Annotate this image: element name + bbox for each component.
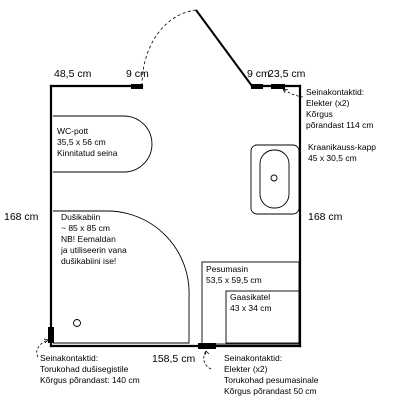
sink-cabinet-label-line: 45 x 30,5 cm bbox=[308, 153, 357, 163]
shower-label-line: ja utiliseerin vana bbox=[60, 245, 127, 255]
boiler-label: Gaasikatel 43 x 34 cm bbox=[230, 292, 273, 313]
annotation-top-right: Seinakontaktid: Elekter (x2) Kõrgus põra… bbox=[282, 87, 373, 130]
wc-toilet bbox=[53, 115, 153, 173]
wc-label-line: 35,5 x 56 cm bbox=[57, 137, 106, 147]
annotation-bottom-left-text: Seinakontaktid: Torukohad dušisegistile … bbox=[40, 353, 140, 385]
annotation-bottom-right-text: Seinakontaktid: Elekter (x2) Torukohad p… bbox=[224, 353, 321, 396]
shower-label: Dušikabiin ~ 85 x 85 cm NB! Eemaldan ja … bbox=[60, 212, 129, 266]
washer-boiler bbox=[201, 261, 300, 345]
wc-label: WC-pott 35,5 x 56 cm Kinnitatud seina bbox=[57, 126, 118, 158]
outlet-bottom-washer bbox=[198, 343, 216, 349]
door-stub-right bbox=[251, 84, 263, 89]
boiler-label-line: 43 x 34 cm bbox=[230, 303, 272, 313]
shower-cabin bbox=[53, 210, 190, 344]
gas-boiler bbox=[225, 290, 300, 344]
wall-stubs bbox=[48, 84, 285, 349]
shower-drain bbox=[73, 319, 81, 327]
sink-basin bbox=[259, 149, 290, 209]
dim-top-door-left: 9 cm bbox=[126, 68, 149, 80]
annotation-line: põrandast 114 cm bbox=[306, 120, 373, 130]
dim-bottom: 158,5 cm bbox=[152, 353, 195, 365]
annotation-line: Kõrgus põrandast: 140 cm bbox=[40, 375, 140, 385]
arrowhead-icon bbox=[282, 88, 289, 94]
annotation-line: Elekter (x2) bbox=[224, 364, 268, 374]
sink-countertop bbox=[250, 144, 300, 215]
wc-label-line: WC-pott bbox=[57, 126, 89, 136]
annotation-line: Kõrgus bbox=[306, 109, 333, 119]
door-stub-left bbox=[131, 84, 143, 89]
arrowhead-icon bbox=[43, 338, 49, 344]
dim-left: 168 cm bbox=[4, 211, 39, 223]
shower-label-line: NB! Eemaldan bbox=[61, 234, 116, 244]
arrowhead-icon bbox=[204, 350, 210, 356]
annotation-bottom-left: Seinakontaktid: Torukohad dušisegistile … bbox=[36, 338, 140, 385]
sink-cabinet-label: Kraanikauss-kapp 45 x 30,5 cm bbox=[308, 142, 378, 163]
annotation-arrow-top-right bbox=[282, 88, 304, 98]
shower-label-line: dušikabiini ise! bbox=[61, 256, 116, 266]
wc-label-line: Kinnitatud seina bbox=[57, 148, 118, 158]
washer-label-line: 53,5 x 59,5 cm bbox=[206, 275, 262, 285]
annotation-line: Torukohad dušisegistile bbox=[40, 364, 129, 374]
annotation-line: Seinakontaktid: bbox=[306, 87, 364, 97]
washer-label-line: Pesumasin bbox=[206, 264, 248, 274]
shower-label-line: Dušikabiin bbox=[61, 212, 100, 222]
annotation-bottom-right: Seinakontaktid: Elekter (x2) Torukohad p… bbox=[203, 350, 321, 396]
door bbox=[141, 9, 253, 87]
dim-top-right: 23,5 cm bbox=[268, 68, 306, 80]
door-swing-arc bbox=[141, 9, 197, 87]
annotation-line: Seinakontaktid: bbox=[224, 353, 282, 363]
annotation-line: Elekter (x2) bbox=[306, 98, 350, 108]
annotation-line: Kõrgus põrandast 50 cm bbox=[224, 386, 317, 396]
door-leaf bbox=[195, 9, 253, 87]
dim-top-left: 48,5 cm bbox=[54, 68, 92, 80]
annotation-arrow-bottom-right bbox=[203, 350, 212, 370]
annotation-line: Seinakontaktid: bbox=[40, 353, 98, 363]
shower-label-line: ~ 85 x 85 cm bbox=[61, 223, 110, 233]
annotation-top-right-text: Seinakontaktid: Elekter (x2) Kõrgus põra… bbox=[306, 87, 373, 130]
washer-label: Pesumasin 53,5 x 59,5 cm bbox=[206, 264, 262, 285]
dim-right: 168 cm bbox=[308, 211, 343, 223]
sink-cabinet-label-line: Kraanikauss-kapp bbox=[308, 142, 376, 152]
sink-cabinet bbox=[250, 144, 300, 215]
annotation-arrow-bottom-left bbox=[36, 339, 49, 358]
outlet-top-right bbox=[271, 84, 285, 89]
outlet-left-shower bbox=[48, 327, 54, 343]
annotation-line: Torukohad pesumasinale bbox=[224, 375, 319, 385]
sink-drain bbox=[270, 174, 278, 182]
dim-top-door-right: 9 cm bbox=[247, 68, 270, 80]
boiler-label-line: Gaasikatel bbox=[230, 292, 270, 302]
